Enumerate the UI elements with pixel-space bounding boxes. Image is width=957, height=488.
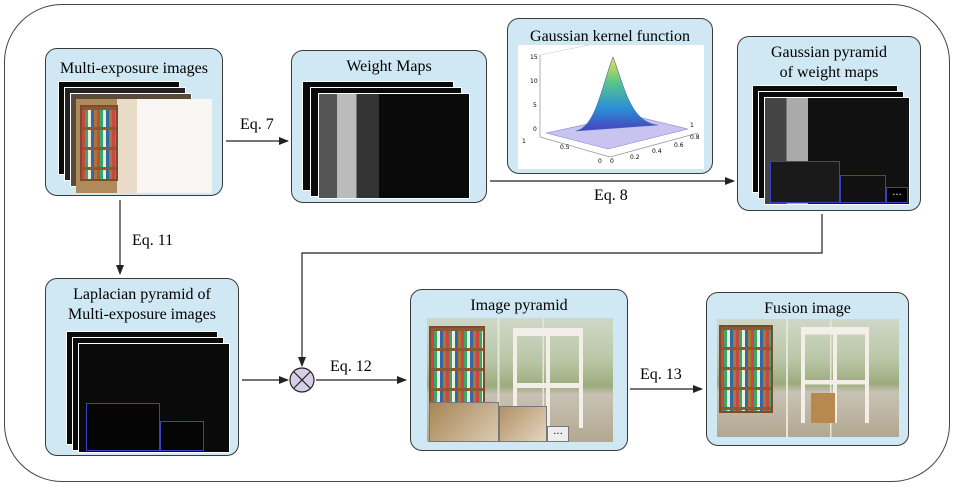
shelf-graphic [80, 105, 118, 181]
image-pyramid-base [427, 318, 613, 442]
gp-level-2 [840, 175, 886, 203]
y-tick-04: 0.4 [652, 148, 662, 155]
weight-maps-box: Weight Maps [291, 50, 487, 203]
laplacian-title-2: Multi-exposure images [68, 306, 216, 323]
lp-level-2 [160, 421, 204, 451]
multi-exposure-title: Multi-exposure images [60, 60, 208, 77]
x-tick-0a: 0 [598, 158, 602, 165]
gaussian-surface-plot: 15 10 5 0 1 0.5 0 0 0.2 0.4 0.6 0.8 1 [518, 45, 704, 169]
weight-map-layer-3 [318, 93, 470, 199]
fusion-shelf [719, 325, 773, 413]
ip-level-3: ... [547, 426, 569, 442]
x-tick-05: 0.5 [560, 144, 570, 151]
y-tick-06: 0.6 [674, 142, 684, 149]
image-pyramid-title: Image pyramid [470, 297, 568, 314]
y-tick-02: 0.2 [630, 154, 640, 161]
arrow-gp-to-sum [298, 214, 823, 367]
ip-level-2 [499, 406, 547, 442]
ip-ellipsis: ... [553, 426, 563, 437]
z-tick-5: 5 [533, 102, 537, 109]
label-eq7: Eq. 7 [240, 116, 274, 133]
left-tick-1: 1 [522, 138, 526, 145]
z-tick-15: 15 [530, 54, 538, 61]
laplacian-pyramid-box: Laplacian pyramid of Multi-exposure imag… [45, 278, 239, 456]
gaussian-pyramid-title-2: of weight maps [779, 64, 879, 81]
fusion-image-box: Fusion image [706, 292, 909, 446]
laplacian-title-1: Laplacian pyramid of [73, 286, 211, 303]
diagram-outer-frame [4, 4, 950, 482]
sum-node [289, 367, 315, 393]
weight-maps-title: Weight Maps [346, 58, 432, 75]
fusion-chair [811, 393, 835, 423]
y-tick-1: 1 [690, 122, 694, 129]
gp-level-3: ... [886, 187, 908, 203]
label-eq13: Eq. 13 [640, 366, 682, 383]
exposure-image-bright [76, 99, 212, 193]
label-eq11: Eq. 11 [132, 232, 174, 249]
multi-exposure-box: Multi-exposure images [45, 48, 223, 196]
z-tick-10: 10 [530, 78, 538, 85]
gaussian-kernel-title: Gaussian kernel function [530, 28, 690, 45]
y-tick-08: 0.8 [690, 134, 700, 141]
gaussian-kernel-box: Gaussian kernel function 15 10 5 0 1 0.5… [507, 18, 713, 174]
label-eq12: Eq. 12 [330, 358, 372, 375]
gp-level-1 [770, 161, 840, 203]
fusion-image [717, 319, 899, 437]
lp-level-1 [86, 403, 160, 451]
gp-ellipsis: ... [892, 187, 902, 198]
gaussian-peak [575, 56, 659, 132]
z-tick-0: 0 [533, 126, 537, 133]
x-tick-0b: 0 [610, 158, 614, 165]
image-pyramid-box: Image pyramid ... [410, 289, 628, 451]
gaussian-pyramid-title-1: Gaussian pyramid [771, 44, 887, 61]
gaussian-pyramid-box: Gaussian pyramid of weight maps ... [737, 36, 921, 211]
fusion-image-title: Fusion image [764, 300, 851, 317]
label-eq8: Eq. 8 [594, 187, 628, 204]
ip-level-1 [429, 402, 499, 442]
